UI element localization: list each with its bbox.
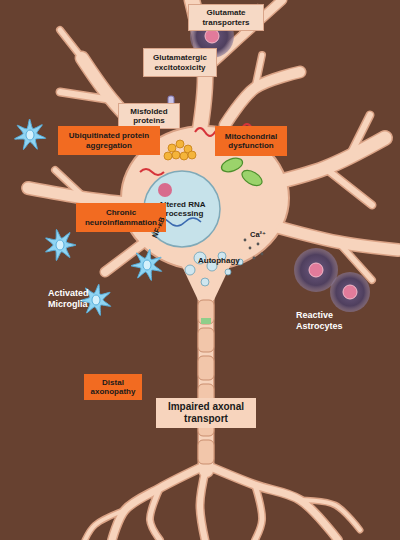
mechanism-box: Ubiquitinated protein aggregation [58,126,160,155]
dendrite [300,500,360,530]
neuron-body [28,0,398,540]
microglia-cell [46,229,76,260]
dendrite [199,270,213,470]
microglia-nucleus [26,130,34,140]
dendrite [112,465,206,540]
dendrite [85,510,125,540]
nucleolus [158,183,172,197]
dendrite [55,170,85,198]
protein-aggregate [176,140,184,148]
protein-aggregate [180,152,188,160]
label-box: Impaired axonal transport [156,398,256,428]
mitochondrion [220,156,245,175]
node-text: Chronic neuroinflammation [80,208,162,227]
dendrite-outline [105,238,150,272]
node-text: Impaired axonal transport [160,401,252,425]
node-text: Distal axonopathy [88,378,138,397]
label-box: Glutamate transporters [188,4,264,31]
cell-label: Reactive Astrocytes [296,310,358,332]
dendrite [255,55,262,88]
dendrite-outline [198,270,215,470]
myelin-segment [198,440,214,464]
calcium-ion [244,239,247,242]
ion-label: Ca²⁺ [250,230,266,240]
calcium-ion [261,253,264,256]
glial-cells [14,14,370,315]
dendrite [200,468,206,540]
node-text: Glutamatergic excitotoxicity [147,53,213,72]
autophagosome [185,265,195,275]
dendrite [60,92,112,100]
protein-aggregate [172,151,180,159]
myelin-segment [198,328,214,352]
microglia-cell [131,249,162,280]
microglia-nucleus [92,295,100,305]
label-box: Glutamatergic excitotoxicity [143,48,217,77]
dendrite [150,488,160,540]
cell-label: Activated Microglia [48,288,112,310]
dendrite [105,238,150,272]
mitochondrion [239,167,264,188]
node-text: Ubiquitinated protein aggregation [62,131,156,150]
microglia-nucleus [56,240,64,250]
dendrite-outline [112,465,206,540]
calcium-ion [249,247,252,250]
dendrite [350,115,370,155]
microglia-cell [14,119,45,150]
astrocyte-nucleus [309,263,323,277]
dendrite [60,30,82,58]
dendrite-outline [60,30,82,58]
process-label: Autophagy [198,256,240,266]
dendrite-outline [200,468,206,540]
autophagosome [225,269,231,275]
protein-aggregate [164,152,172,160]
dendrite-outline [325,168,372,205]
microglia-nucleus [143,260,151,270]
node-text: Glutamate transporters [192,8,260,27]
transport-cargo [201,318,211,324]
astrocyte-nucleus [205,29,219,43]
node-text: Mitochondrial dysfunction [219,132,283,151]
dendrite [225,72,300,125]
astrocyte-cell [330,272,370,312]
myelin-segment [198,300,214,324]
calcium-ion [257,243,260,246]
myelin-segment [198,356,214,380]
astrocyte-nucleus [343,285,357,299]
dendrite-outline [225,72,300,125]
dendrite-outline [270,225,398,250]
mechanism-box: Mitochondrial dysfunction [215,126,287,156]
autophagosome [201,278,209,286]
calcium-ion [253,257,256,260]
node-text: Misfolded proteins [122,107,176,126]
mechanism-box: Distal axonopathy [84,374,142,400]
protein-aggregate [188,151,196,159]
dendrite [325,168,372,205]
dendrite [270,225,398,250]
dendrite [255,485,262,540]
endoplasmic-reticulum [140,169,164,175]
dendrite-outline [255,485,262,540]
